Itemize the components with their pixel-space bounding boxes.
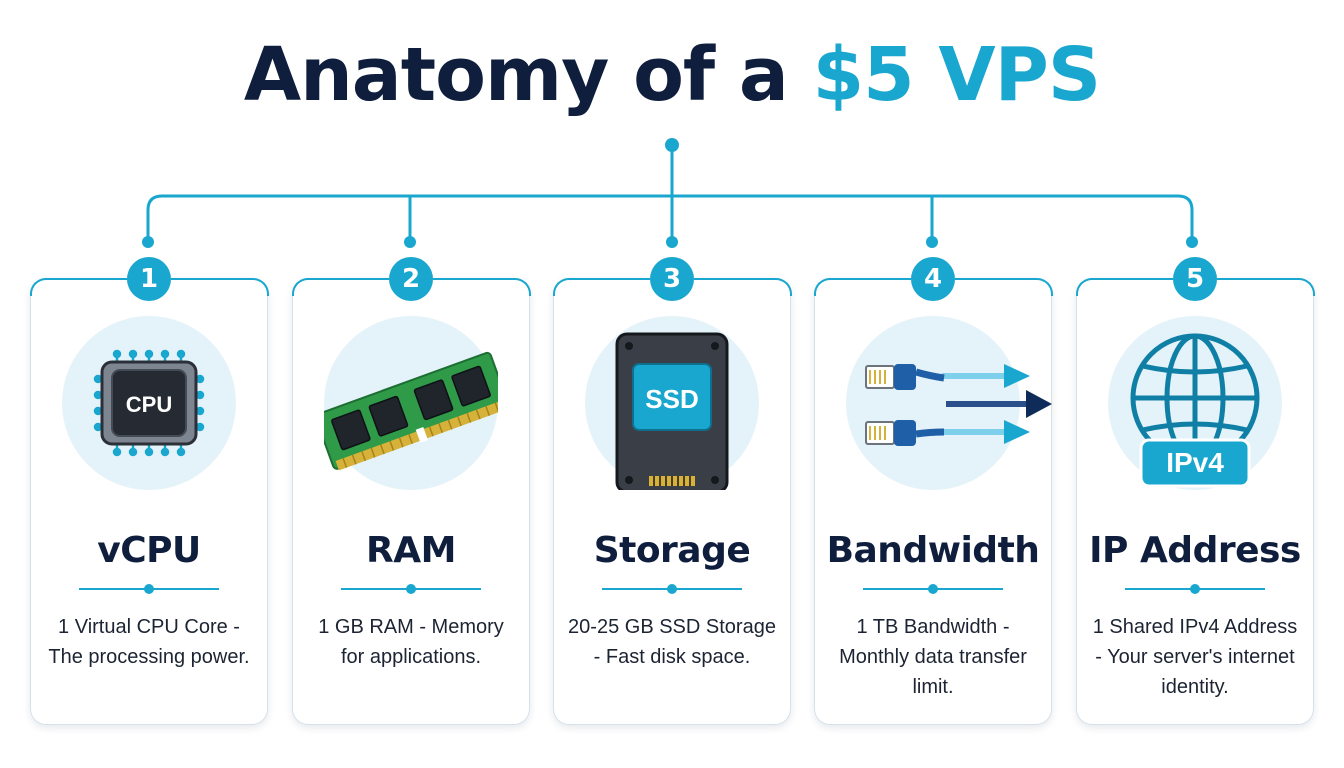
title-divider bbox=[79, 584, 219, 594]
ipv4-label: IPv4 bbox=[1166, 447, 1224, 478]
title-divider bbox=[602, 584, 742, 594]
step-badge-5: 5 bbox=[1173, 257, 1217, 301]
card-description-bandwidth: 1 TB Bandwidth - Monthly data transfer l… bbox=[839, 616, 1027, 698]
step-badge-4: 4 bbox=[911, 257, 955, 301]
card-title-storage: Storage bbox=[593, 530, 751, 571]
card-ip-address: 5 IPv4 IP Address 1 Shared IPv4 Address … bbox=[1075, 257, 1315, 725]
card-ram: 2 RAM 1 GB RAM - Memory for applications… bbox=[291, 257, 531, 725]
ssd-label: SSD bbox=[645, 384, 698, 414]
card-description-vcpu: 1 Virtual CPU Core - The processing powe… bbox=[48, 616, 250, 668]
title-accent: $5 VPS bbox=[812, 32, 1102, 118]
globe-icon: IPv4 bbox=[1130, 333, 1260, 488]
title-divider bbox=[341, 584, 481, 594]
step-badge-1: 1 bbox=[127, 257, 171, 301]
ram-module-icon bbox=[324, 351, 498, 471]
card-title-ip-address: IP Address bbox=[1089, 530, 1301, 571]
card-description-storage: 20-25 GB SSD Storage - Fast disk space. bbox=[568, 616, 776, 668]
card-title-vcpu: vCPU bbox=[97, 530, 201, 571]
card-vcpu: 1 CPU vCPU 1 Virtual CPU Core - The proc… bbox=[29, 257, 269, 725]
card-description-ip-address: 1 Shared IPv4 Address - Your server's in… bbox=[1092, 616, 1298, 698]
card-title-ram: RAM bbox=[366, 530, 456, 571]
title-main: Anatomy of a bbox=[243, 32, 789, 118]
title-divider bbox=[863, 584, 1003, 594]
step-badge-3: 3 bbox=[650, 257, 694, 301]
network-cables-icon bbox=[865, 364, 1052, 446]
tree-connectors bbox=[142, 138, 1198, 248]
card-bandwidth: 4 Bandwidth 1 TB Bandwi bbox=[813, 257, 1053, 725]
cpu-chip-label: CPU bbox=[126, 392, 172, 417]
card-storage: 3 SSD Storage 20-25 GB SSD Storage - Fas… bbox=[552, 257, 792, 725]
step-badge-2: 2 bbox=[389, 257, 433, 301]
card-description-ram: 1 GB RAM - Memory for applications. bbox=[318, 616, 504, 668]
ssd-drive-icon: SSD bbox=[615, 332, 729, 490]
title-divider bbox=[1125, 584, 1265, 594]
card-title-bandwidth: Bandwidth bbox=[826, 530, 1040, 571]
cpu-chip-icon: CPU bbox=[93, 349, 205, 457]
page-title: Anatomy of a $5 VPS bbox=[0, 38, 1344, 112]
